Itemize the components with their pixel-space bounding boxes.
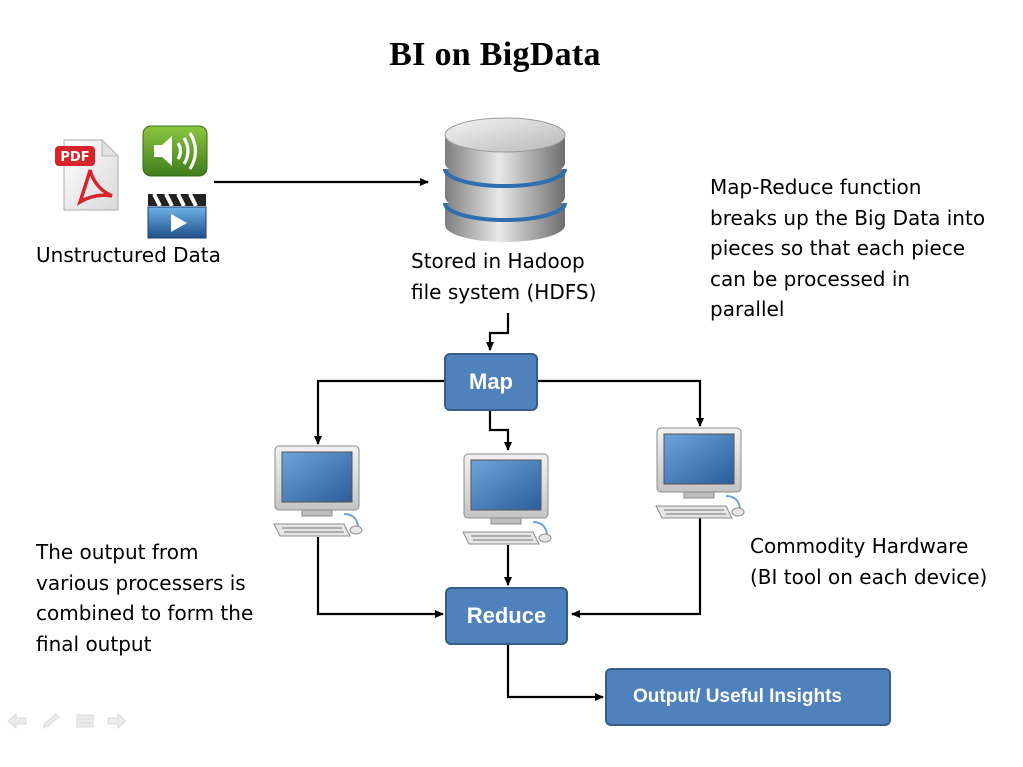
- arrow-reduce-to-output: [506, 645, 604, 701]
- nav-menu-icon[interactable]: [74, 712, 96, 730]
- output-note: The output from various processers is co…: [36, 540, 254, 656]
- map-box-label: Map: [469, 369, 513, 394]
- arrow-left-pc-to-reduce: [316, 537, 444, 618]
- audio-file-icon: [142, 125, 208, 177]
- arrow-map-to-center-pc: [488, 411, 512, 451]
- pdf-file-icon: PDF: [55, 138, 120, 211]
- computer-icon: [273, 445, 363, 537]
- mapreduce-note: Map-Reduce function breaks up the Big Da…: [710, 175, 986, 321]
- unstructured-data-label: Unstructured Data: [36, 243, 221, 267]
- video-file-icon: [147, 193, 207, 239]
- hdfs-label: Stored in Hadoop file system (HDFS): [411, 249, 597, 304]
- hardware-note: Commodity Hardware (BI tool on each devi…: [750, 534, 988, 589]
- output-box-label: Output/ Useful Insights: [633, 686, 842, 707]
- arrow-map-to-left-pc: [314, 379, 445, 445]
- map-box: Map: [444, 353, 538, 411]
- computer-icon: [462, 453, 552, 545]
- pdf-badge-text: PDF: [60, 150, 89, 165]
- database-icon: [443, 117, 567, 242]
- nav-back-icon[interactable]: [6, 712, 28, 730]
- slide-title: BI on BigData: [389, 36, 601, 73]
- output-box: Output/ Useful Insights: [605, 668, 891, 726]
- nav-forward-icon[interactable]: [106, 712, 128, 730]
- arrow-right-pc-to-reduce: [571, 518, 702, 618]
- arrow-hdfs-to-map: [486, 313, 510, 351]
- nav-pen-icon[interactable]: [40, 712, 62, 730]
- computer-icon: [655, 427, 745, 519]
- reduce-box-label: Reduce: [466, 603, 547, 628]
- reduce-box: Reduce: [445, 587, 568, 645]
- arrow-map-to-right-pc: [538, 379, 704, 427]
